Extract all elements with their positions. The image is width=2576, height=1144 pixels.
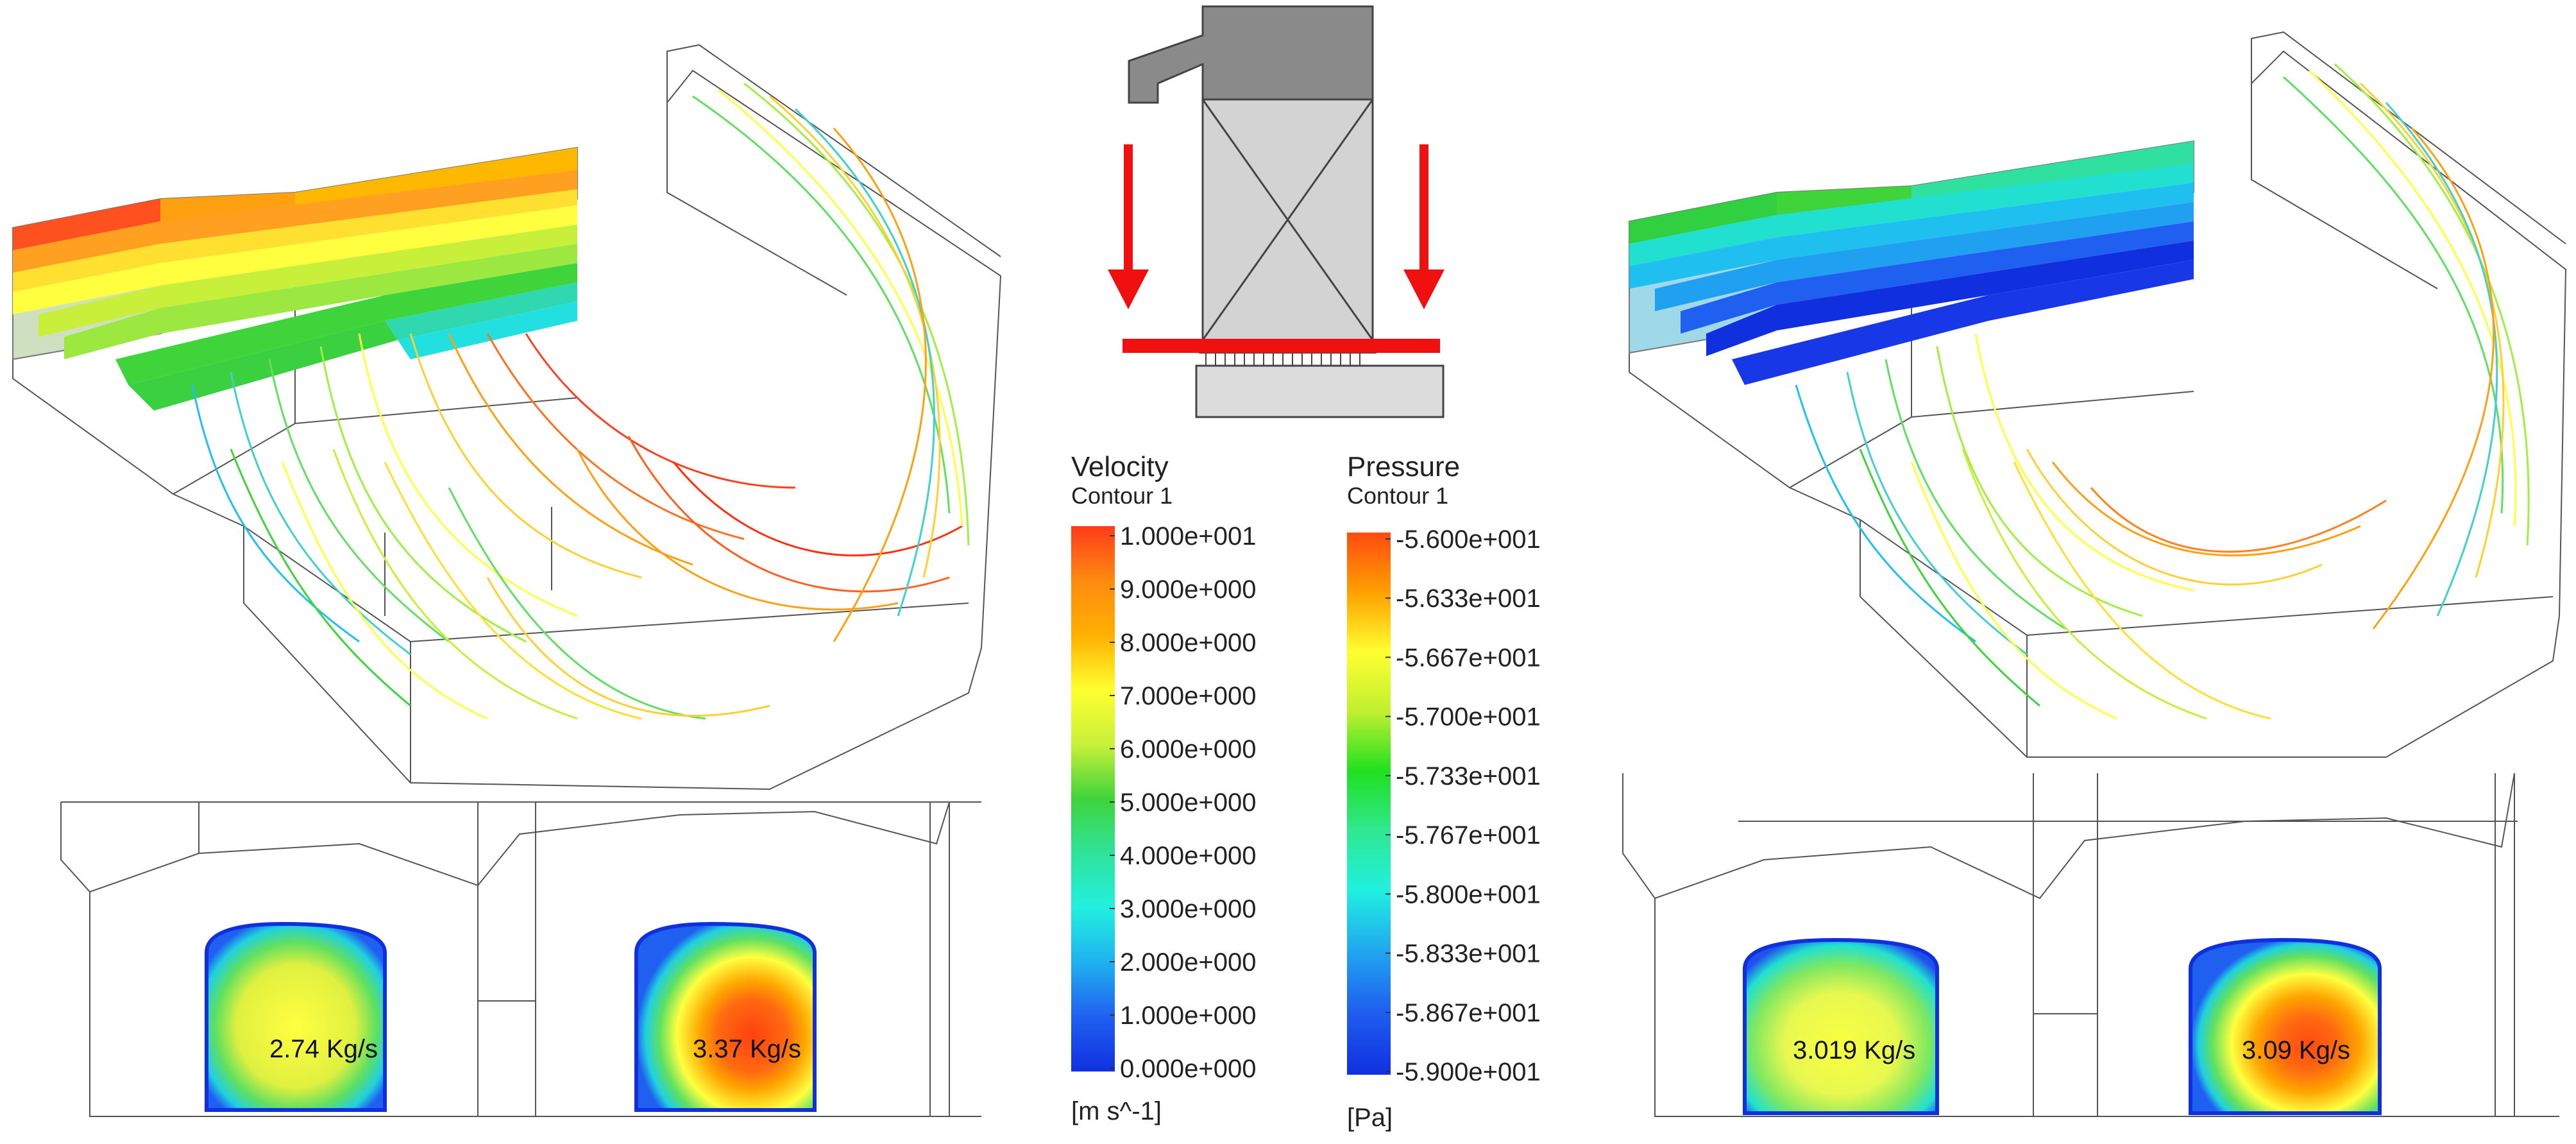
velocity-tick-label: 3.000e+000 — [1120, 895, 1256, 923]
right-section-a-contour — [1743, 937, 1939, 1115]
pressure-colorbar — [1347, 533, 1391, 1075]
velocity-tick-label: 1.000e+001 — [1120, 522, 1256, 551]
right-flow-rate-a: 3.019 Kg/s — [1793, 1036, 1915, 1064]
hood-block — [1128, 5, 1374, 104]
pressure-tick-label: -5.767e+001 — [1396, 821, 1541, 849]
pressure-legend-title: Pressure — [1347, 451, 1460, 482]
velocity-tick-label: 8.000e+000 — [1120, 629, 1256, 657]
pressure-unit: [Pa] — [1347, 1104, 1393, 1132]
pressure-tick-label: -5.833e+001 — [1396, 940, 1541, 968]
left-streamlines — [191, 82, 970, 720]
right-section-b-contour — [2189, 937, 2382, 1115]
right-streamline-view — [1629, 31, 2567, 758]
center-schematic — [1108, 5, 1445, 418]
right-section-view: 3.019 Kg/s 3.09 Kg/s — [1622, 773, 2559, 1117]
left-flow-rate-a: 2.74 Kg/s — [269, 1035, 378, 1063]
right-duct-slats — [1629, 140, 2194, 385]
velocity-legend-title: Velocity — [1071, 451, 1169, 482]
right-streamlines — [1795, 63, 2530, 720]
down-arrow-right-icon — [1403, 144, 1445, 309]
left-duct-slats — [12, 146, 578, 411]
pressure-tick-label: -5.700e+001 — [1396, 703, 1541, 731]
left-section-a-contour — [205, 921, 387, 1112]
base-block — [1195, 364, 1445, 418]
pressure-tick-label: -5.667e+001 — [1396, 644, 1541, 672]
velocity-tick-label: 2.000e+000 — [1120, 948, 1256, 977]
velocity-tick-label: 9.000e+000 — [1120, 576, 1256, 604]
pressure-tick-label: -5.733e+001 — [1396, 762, 1541, 790]
pressure-tick-label: -5.600e+001 — [1396, 525, 1541, 554]
left-flow-rate-b: 3.37 Kg/s — [693, 1035, 801, 1063]
pressure-tick-label: -5.867e+001 — [1396, 999, 1541, 1027]
velocity-ticks: 1.000e+001 9.000e+000 8.000e+000 7.000e+000… — [1110, 522, 1256, 1083]
velocity-legend-subtitle: Contour 1 — [1071, 482, 1173, 509]
velocity-tick-label: 7.000e+000 — [1120, 682, 1256, 710]
velocity-tick-label: 0.000e+000 — [1120, 1055, 1256, 1083]
left-section-view: 2.74 Kg/s 3.37 Kg/s — [60, 801, 981, 1117]
velocity-unit: [m s^-1] — [1071, 1097, 1162, 1125]
velocity-tick-label: 6.000e+000 — [1120, 735, 1256, 764]
left-section-b-contour — [634, 921, 817, 1112]
pressure-legend-subtitle: Contour 1 — [1347, 482, 1448, 509]
pressure-legend: Pressure Contour 1 -5.600e+001 -5.633e+00… — [1347, 451, 1541, 1132]
velocity-colorbar — [1071, 526, 1115, 1071]
red-plate — [1123, 339, 1440, 353]
velocity-tick-label: 4.000e+000 — [1120, 842, 1256, 870]
velocity-tick-label: 1.000e+000 — [1120, 1002, 1256, 1030]
pressure-ticks: -5.600e+001 -5.633e+001 -5.667e+001 -5.700e… — [1385, 525, 1541, 1086]
right-flow-rate-b: 3.09 Kg/s — [2242, 1036, 2350, 1064]
left-streamline-view — [12, 44, 1002, 790]
pressure-tick-label: -5.900e+001 — [1396, 1058, 1541, 1086]
down-arrow-left-icon — [1108, 144, 1149, 309]
velocity-tick-label: 5.000e+000 — [1120, 789, 1256, 817]
velocity-legend: Velocity Contour 1 1.000e+001 9.000e+000 8… — [1071, 451, 1256, 1125]
pressure-tick-label: -5.800e+001 — [1396, 880, 1541, 909]
pressure-tick-label: -5.633e+001 — [1396, 585, 1541, 613]
